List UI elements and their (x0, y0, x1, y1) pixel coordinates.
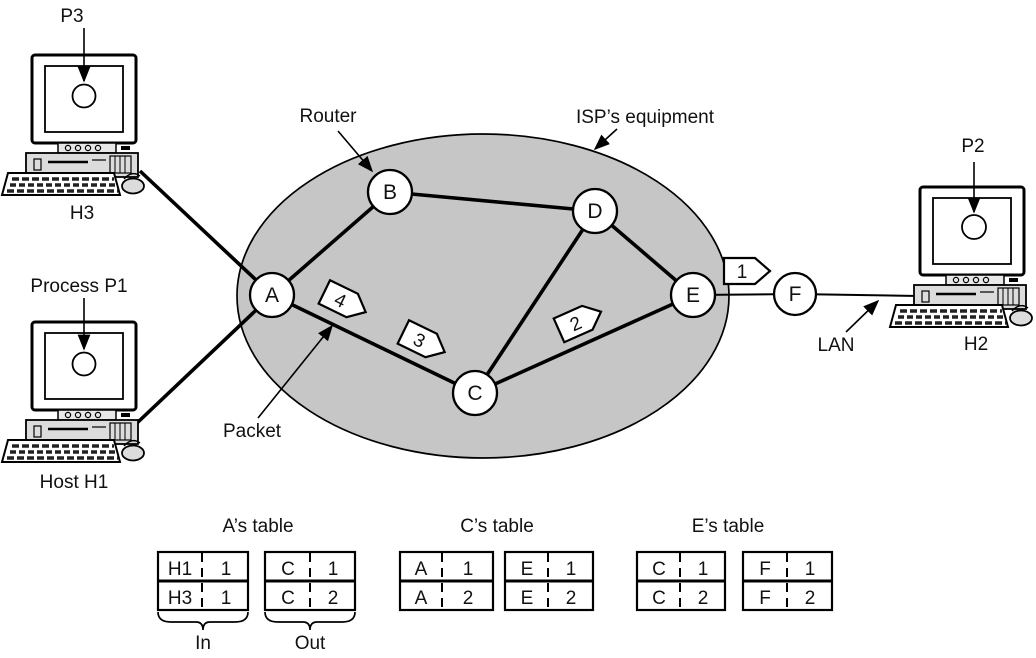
a-out-r1c2: 1 (328, 559, 339, 580)
c-table: C’s table A 1 A 2 E 1 E 2 (398, 516, 595, 612)
c-out-r2c2: 2 (566, 588, 577, 609)
c-out-r1c1: E (521, 559, 534, 580)
c-in-r2c2: 2 (463, 588, 474, 609)
host-h1: Process P1 Host H1 (0, 276, 146, 493)
isp-callout-arrow (593, 128, 618, 151)
callout-packet: Packet (223, 324, 334, 442)
packet-3: 3 (396, 318, 447, 359)
a-table-title: A’s table (222, 516, 293, 537)
router-callout-arrow (337, 130, 374, 173)
callout-router: Router (299, 106, 374, 173)
out-label: Out (295, 633, 326, 654)
packet-2: 2 (552, 304, 603, 344)
callout-isp: ISP’s equipment (576, 107, 715, 151)
a-out-table: C 1 C 2 (263, 550, 357, 612)
c-in-r1c1: A (415, 559, 428, 580)
out-brace (264, 611, 356, 631)
packet-callout-arrow (257, 324, 334, 419)
a-table: A’s table H1 1 H3 1 C 1 C 2 In Out (156, 516, 357, 654)
c-in-table: A 1 A 2 (398, 550, 495, 612)
lan-callout-arrow (845, 299, 880, 333)
router-node-a: A (248, 271, 296, 319)
e-table: E’s table C 1 C 2 F 1 F 2 (635, 516, 834, 612)
e-in-r1c2: 1 (698, 559, 709, 580)
c-out-r2c1: E (521, 588, 534, 609)
h1-process-circle (71, 351, 97, 377)
packet-callout-label: Packet (223, 421, 282, 442)
link-d-c (473, 210, 597, 394)
a-out-r2c1: C (281, 588, 295, 609)
packet-1-label: 1 (737, 262, 748, 283)
router-d-label: D (587, 200, 602, 223)
link-h1-a (135, 293, 274, 425)
host-h2: P2 H2 (888, 136, 1034, 355)
lan-callout-label: LAN (818, 335, 855, 356)
a-out-r2c2: 2 (328, 588, 339, 609)
process-p1-label: Process P1 (30, 276, 127, 297)
h2-label: H2 (964, 334, 988, 355)
router-b-label: B (383, 181, 397, 204)
router-c-label: C (467, 382, 482, 405)
a-in-r1c1: H1 (168, 559, 192, 580)
router-node-c: C (451, 369, 499, 417)
link-a-b (270, 190, 392, 297)
in-brace (157, 611, 249, 631)
c-in-r2c1: A (415, 588, 428, 609)
e-out-r1c2: 1 (805, 559, 816, 580)
p2-label: P2 (961, 136, 984, 157)
a-in-table: H1 1 H3 1 (156, 550, 250, 612)
e-in-table: C 1 C 2 (635, 550, 727, 612)
in-label: In (195, 633, 211, 654)
h1-computer (0, 320, 146, 464)
c-out-r1c2: 1 (566, 559, 577, 580)
e-in-r2c1: C (652, 588, 666, 609)
link-c-e (474, 293, 694, 395)
a-in-r2c2: 1 (221, 588, 232, 609)
link-a-c (271, 293, 476, 395)
h2-process-circle (961, 214, 987, 240)
router-callout-label: Router (299, 106, 357, 127)
a-in-r2c1: H3 (168, 588, 192, 609)
e-in-r1c1: C (652, 559, 666, 580)
e-out-r2c1: F (759, 588, 771, 609)
h3-label: H3 (70, 203, 94, 224)
packet-4: 4 (317, 278, 368, 319)
c-in-r1c2: 1 (463, 559, 474, 580)
h3-process-circle (71, 83, 97, 109)
router-node-d: D (571, 187, 619, 235)
isp-callout-label: ISP’s equipment (576, 107, 715, 128)
e-out-r2c2: 2 (805, 588, 816, 609)
e-out-r1c1: F (759, 559, 771, 580)
h2-computer (888, 185, 1034, 329)
e-in-r2c2: 2 (698, 588, 709, 609)
h3-computer (0, 53, 146, 197)
a-out-r1c1: C (281, 559, 295, 580)
router-node-e: E (669, 271, 717, 319)
link-b-d (389, 190, 596, 213)
callout-lan: LAN (818, 299, 880, 356)
router-a-label: A (265, 284, 279, 307)
host-h1-label: Host H1 (40, 472, 109, 493)
router-node-f: F (772, 271, 818, 317)
e-table-title: E’s table (692, 516, 765, 537)
packet-1: 1 (722, 256, 772, 286)
link-h3-a (138, 169, 274, 297)
router-e-label: E (686, 284, 700, 307)
c-table-title: C’s table (460, 516, 534, 537)
router-f-label: F (789, 283, 802, 306)
e-out-table: F 1 F 2 (741, 550, 834, 612)
p3-label: P3 (60, 6, 83, 27)
a-in-r1c2: 1 (221, 559, 232, 580)
router-node-b: B (366, 168, 414, 216)
c-out-table: E 1 E 2 (503, 550, 595, 612)
host-h3: P3 H3 (0, 6, 146, 224)
